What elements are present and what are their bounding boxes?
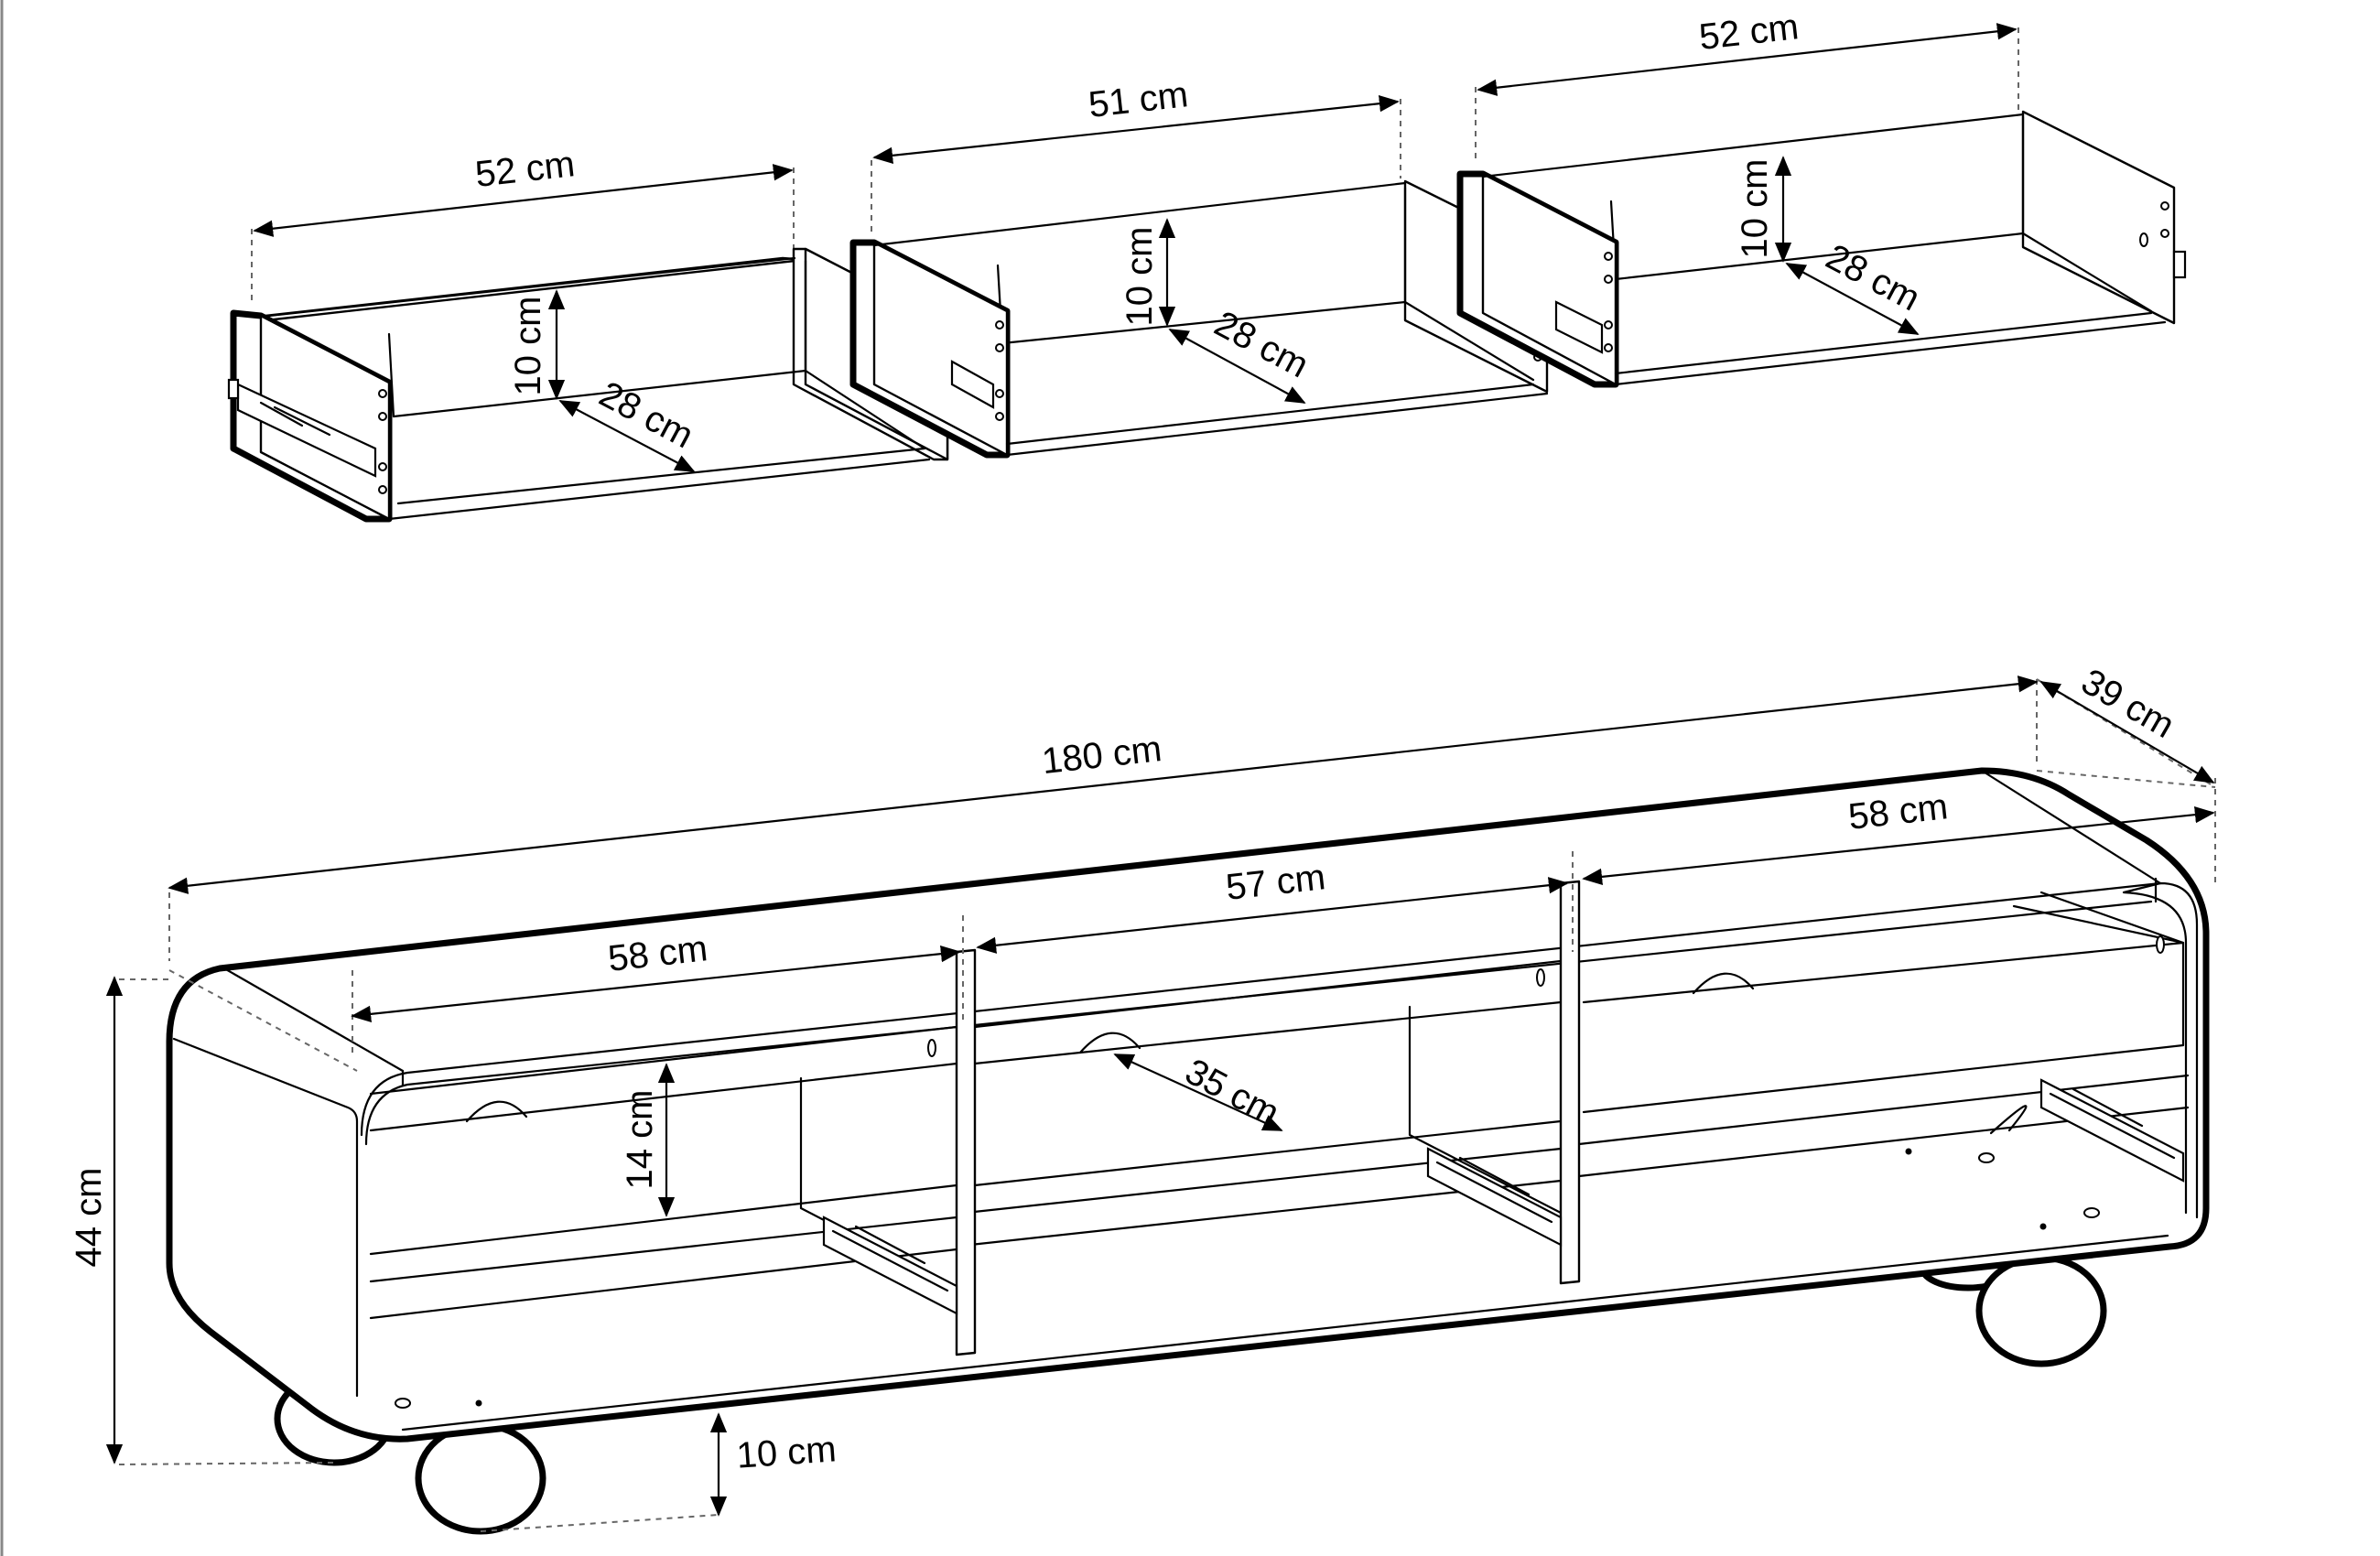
drawer-left-width-label: 52 cm: [473, 144, 577, 195]
leg-height-label: 10 cm: [735, 1429, 838, 1475]
drawer-right-height-label: 10 cm: [1735, 159, 1775, 259]
drawer-middle-height-label: 10 cm: [1120, 227, 1160, 327]
drawer-middle: [849, 99, 1549, 459]
drawer-right-depth-label: 28 cm: [1820, 237, 1927, 319]
total-width-label: 180 cm: [1040, 729, 1163, 782]
shelf-height-label: 14 cm: [620, 1090, 660, 1190]
drawer-left-depth-label: 28 cm: [593, 374, 700, 457]
drawer-right: [1456, 27, 2187, 388]
drawer-left: [227, 167, 949, 523]
dimension-lines: [105, 23, 2215, 1517]
drawer-right-width-label: 52 cm: [1697, 6, 1801, 58]
drawer-middle-width-label: 51 cm: [1087, 74, 1190, 125]
drawer-left-height-label: 10 cm: [508, 297, 548, 396]
height-label: 44 cm: [69, 1168, 109, 1268]
